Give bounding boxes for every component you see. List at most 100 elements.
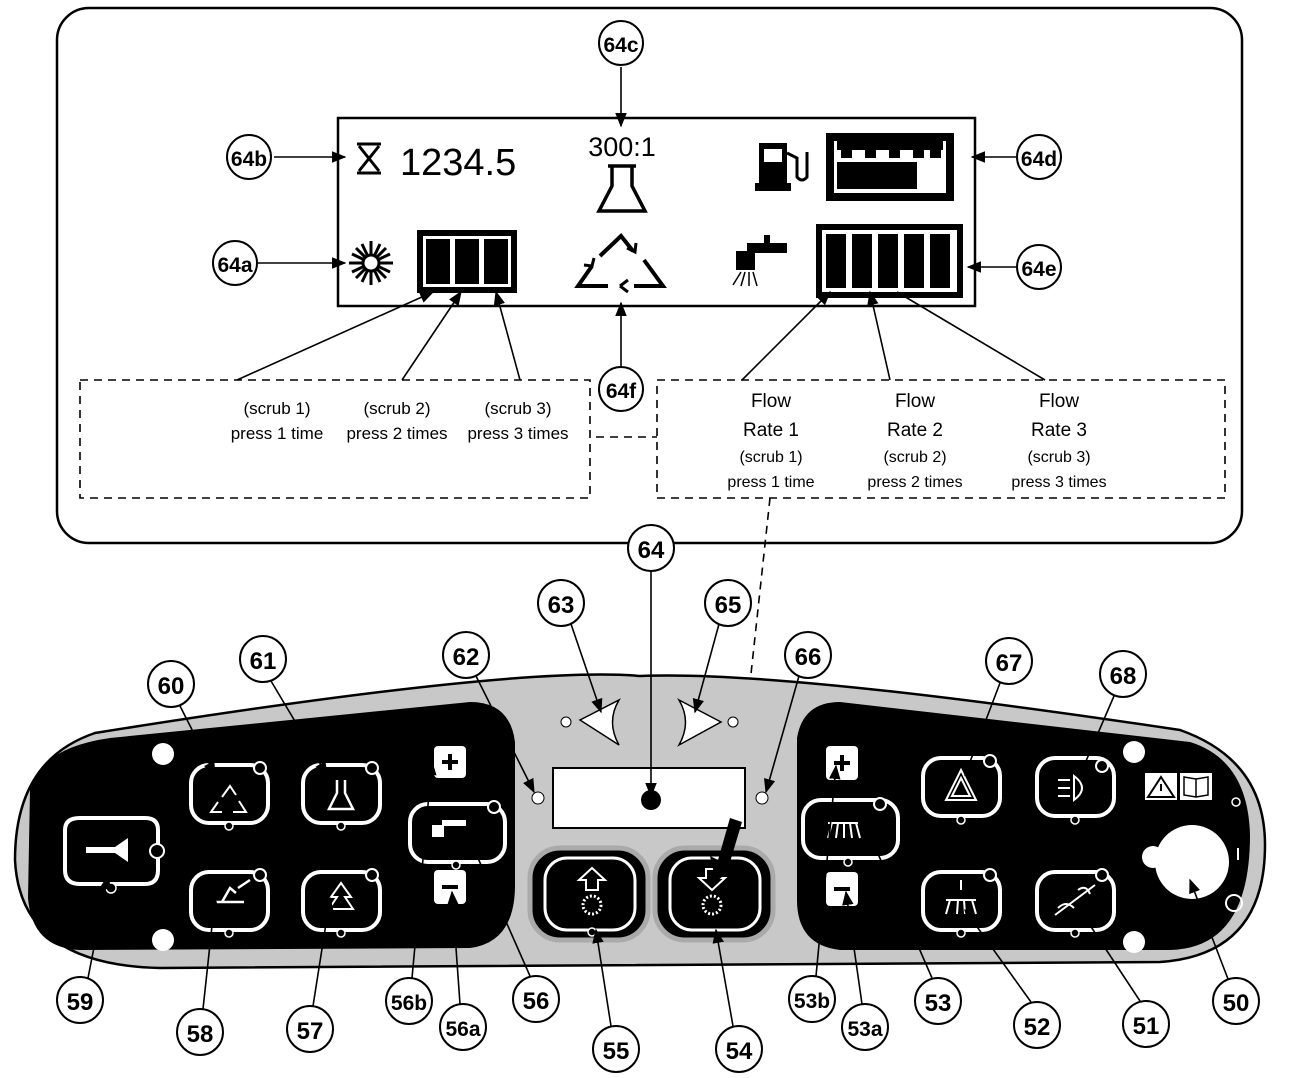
svg-text:(scrub 1): (scrub 1) xyxy=(739,449,802,466)
svg-text:press 2 times: press 2 times xyxy=(867,474,962,491)
detergent-ratio-value: 300:1 xyxy=(588,132,656,162)
horn-button[interactable] xyxy=(63,816,165,894)
callout-51: 51 xyxy=(1122,1000,1170,1048)
side-brush-button[interactable] xyxy=(921,868,1002,938)
svg-text:58: 58 xyxy=(187,1021,214,1048)
squeegee-button[interactable] xyxy=(189,868,270,938)
flow-note-3: Flow Rate 3 (scrub 3) press 3 times xyxy=(1011,391,1106,491)
svg-text:2: 2 xyxy=(735,894,741,906)
callout-68: 68 xyxy=(1099,650,1147,698)
callout-62: 62 xyxy=(442,631,490,679)
callout-52: 52 xyxy=(1013,1001,1061,1049)
svg-text:51: 51 xyxy=(1133,1013,1160,1040)
svg-text:54: 54 xyxy=(726,1038,753,1065)
callout-61: 61 xyxy=(239,635,287,683)
svg-text:3: 3 xyxy=(735,911,741,923)
scrub-head-up-button[interactable] xyxy=(527,845,651,943)
detergent-button[interactable] xyxy=(301,761,382,831)
svg-text:64a: 64a xyxy=(217,254,252,277)
ignition-key-switch[interactable] xyxy=(1155,825,1229,899)
faucet-icon xyxy=(732,235,787,287)
svg-text:press 3 times: press 3 times xyxy=(1011,474,1106,491)
left-key-pad xyxy=(28,702,515,950)
flow-rate-gauge xyxy=(816,224,963,298)
arrow-up-icon xyxy=(576,866,608,891)
svg-text:press 2 times: press 2 times xyxy=(346,424,447,443)
svg-text:(scrub 3): (scrub 3) xyxy=(1027,449,1090,466)
callout-63: 63 xyxy=(537,579,585,627)
callout-55: 55 xyxy=(592,1025,640,1073)
hazard-button[interactable] xyxy=(921,754,1002,825)
left-indicator-light xyxy=(531,791,545,805)
svg-text:Rate 1: Rate 1 xyxy=(743,420,799,441)
fuel-icon xyxy=(755,143,809,191)
svg-text:61: 61 xyxy=(250,648,277,675)
callout-64b: 64b xyxy=(226,134,272,180)
callout-66: 66 xyxy=(784,631,832,679)
svg-text:64: 64 xyxy=(638,537,665,564)
svg-text:press 3 times: press 3 times xyxy=(467,424,568,443)
water-button[interactable] xyxy=(408,800,507,870)
scrub-note-3: (scrub 3) press 3 times xyxy=(467,399,568,443)
pressure-indicator-arrow xyxy=(710,818,742,882)
svg-text:53: 53 xyxy=(925,990,952,1017)
svg-text:68: 68 xyxy=(1110,663,1137,690)
svg-text:64e: 64e xyxy=(1021,258,1056,281)
headlight-button[interactable] xyxy=(1035,756,1116,825)
eco-mode-button[interactable] xyxy=(301,868,382,938)
water-decrease-button[interactable] xyxy=(434,870,466,904)
brush-pressure-decrease-button[interactable] xyxy=(826,872,858,906)
hour-meter-value: 1234.5 xyxy=(400,142,516,184)
faucet-icon xyxy=(432,820,466,837)
svg-text:Rate 3: Rate 3 xyxy=(1031,420,1087,441)
speed-limit-button[interactable] xyxy=(1035,868,1116,938)
brush-button[interactable] xyxy=(801,797,900,867)
recycle-icon xyxy=(574,233,667,294)
callout-58: 58 xyxy=(176,1008,224,1056)
scrub-pressure-gauge xyxy=(417,230,517,293)
svg-text:press 1 time: press 1 time xyxy=(231,424,324,443)
callout-60: 60 xyxy=(147,660,195,708)
hourglass-icon xyxy=(357,142,381,175)
svg-text:1: 1 xyxy=(735,877,741,889)
svg-text:64c: 64c xyxy=(603,34,638,57)
svg-text:Rate 2: Rate 2 xyxy=(887,420,943,441)
flow-note-1: Flow Rate 1 (scrub 1) press 1 time xyxy=(727,391,814,491)
manual-icon xyxy=(1180,773,1212,800)
callout-56: 56 xyxy=(512,975,560,1023)
callout-64e: 64e xyxy=(1016,244,1062,290)
hazard-triangle-icon xyxy=(944,767,978,801)
callout-57: 57 xyxy=(286,1005,334,1053)
callout-67: 67 xyxy=(985,637,1033,685)
svg-text:53a: 53a xyxy=(847,1018,882,1041)
horn-icon xyxy=(86,838,128,862)
scrub-head-down-button[interactable]: 1 2 3 xyxy=(652,845,776,943)
callout-64: 64 xyxy=(627,524,675,572)
svg-text:66: 66 xyxy=(795,644,822,671)
brush-icon xyxy=(701,894,723,916)
svg-text:Flow: Flow xyxy=(895,391,935,412)
headlight-icon xyxy=(1058,773,1083,803)
svg-text:64f: 64f xyxy=(606,380,637,403)
detergent-recycle-button[interactable] xyxy=(189,761,270,831)
callout-54: 54 xyxy=(715,1025,763,1073)
scroll-left-button[interactable] xyxy=(578,698,621,746)
scroll-right-button[interactable] xyxy=(677,698,723,747)
callout-64a: 64a xyxy=(212,240,258,286)
svg-text:55: 55 xyxy=(603,1038,630,1065)
scrub-note-2: (scrub 2) press 2 times xyxy=(346,399,447,443)
svg-text:57: 57 xyxy=(297,1018,324,1045)
spray-brush-icon xyxy=(945,880,977,915)
callout-53b: 53b xyxy=(788,975,836,1023)
svg-text:62: 62 xyxy=(453,644,480,671)
svg-text:59: 59 xyxy=(67,989,94,1016)
water-increase-button[interactable] xyxy=(434,746,466,778)
right-key-pad xyxy=(797,702,1250,950)
brush-icon xyxy=(581,894,603,916)
recycle-icon xyxy=(209,784,248,813)
brush-pressure-increase-button[interactable] xyxy=(826,746,858,780)
callout-64f: 64f xyxy=(598,366,644,412)
scrub-note-1: (scrub 1) press 1 time xyxy=(231,399,324,443)
callout-64d: 64d xyxy=(1016,134,1062,180)
